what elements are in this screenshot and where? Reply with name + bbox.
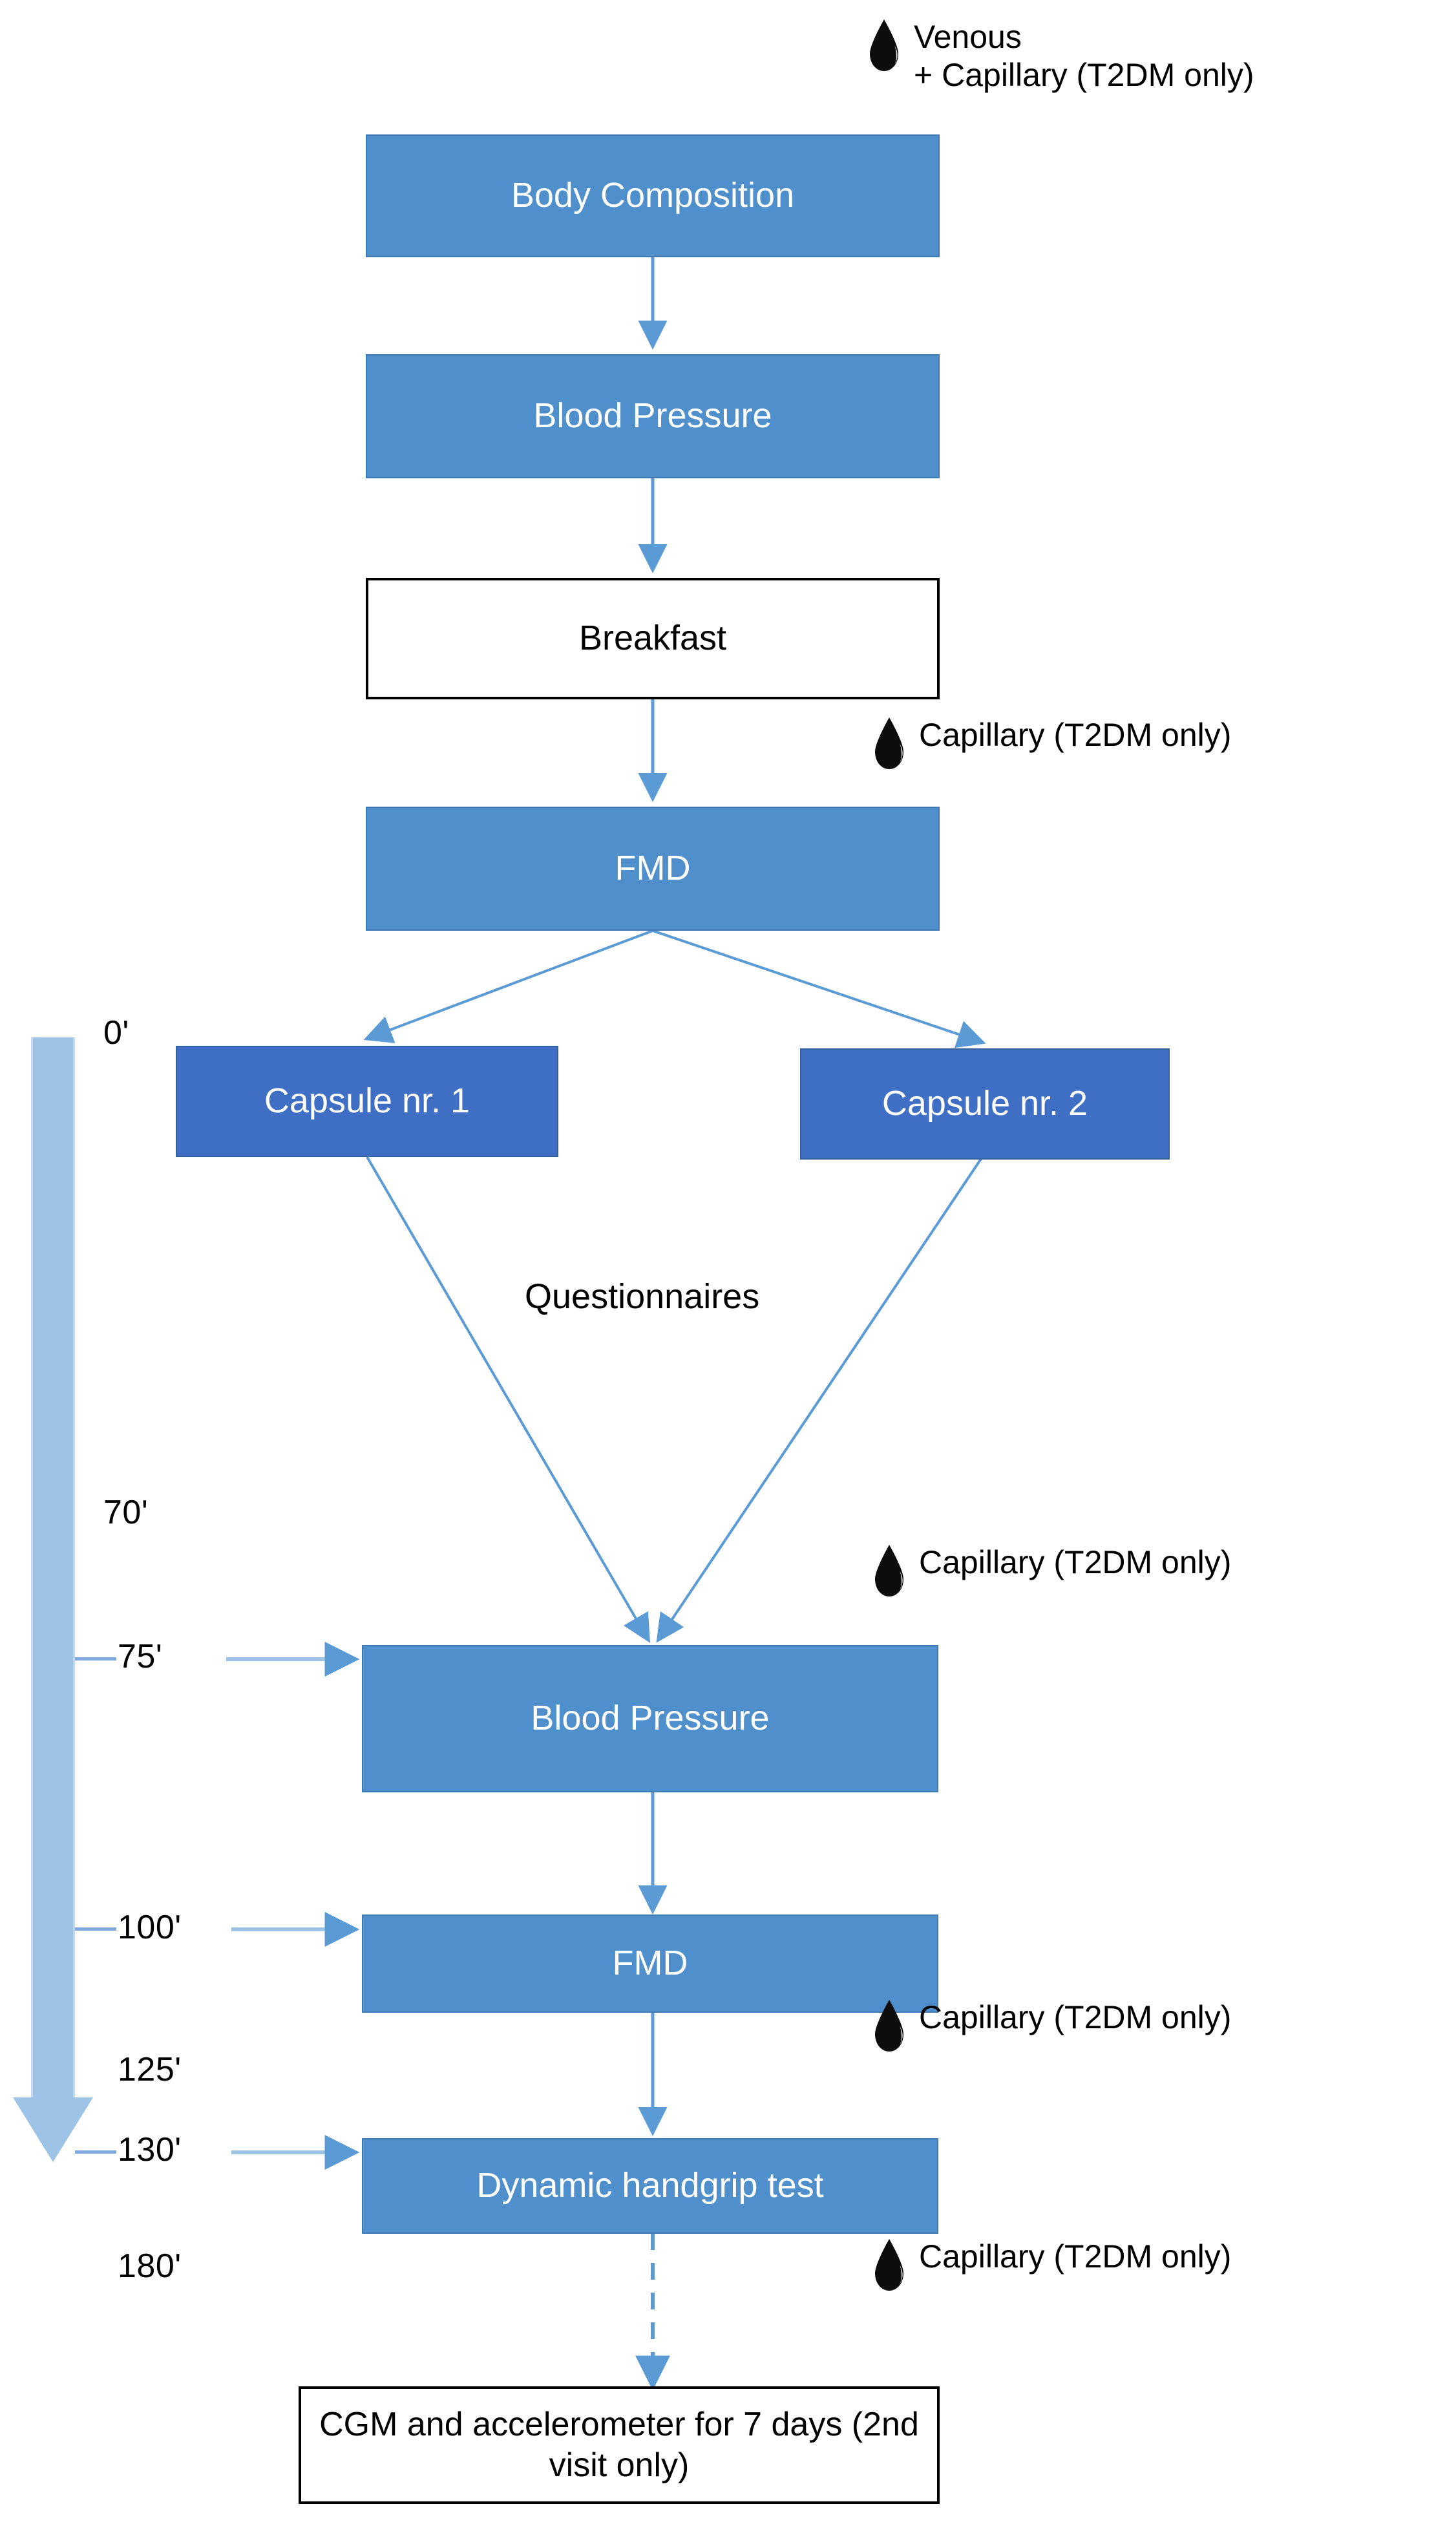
timeline-shaft [31,1037,75,2097]
node-handgrip[interactable]: Dynamic handgrip test [362,2138,938,2234]
node-breakfast[interactable]: Breakfast [366,578,940,699]
annotation-capillary-125: Capillary (T2DM only) [871,1999,1231,2056]
timeline-label-130: 130' [118,2131,182,2169]
node-fmd-1[interactable]: FMD [366,807,940,931]
annotation-capillary-75: Capillary (T2DM only) [871,1543,1231,1601]
annotation-capillary-pre-fmd: Capillary (T2DM only) [871,716,1231,774]
timeline-label-100: 100' [118,1909,182,1946]
label-questionnaires: Questionnaires [525,1277,760,1316]
arrow-fmd-to-capsule1 [363,929,653,1043]
timeline-label-180: 180' [118,2247,182,2285]
blood-drop-icon [871,1543,907,1601]
timeline-tick-130 [75,2150,116,2154]
annotation-capillary-180-text: Capillary (T2DM only) [919,2238,1232,2275]
node-blood-pressure-1[interactable]: Blood Pressure [366,354,940,478]
node-body-composition[interactable]: Body Composition [366,134,940,257]
arrow-fmd-to-capsule2 [652,929,986,1048]
blood-drop-icon [866,18,902,76]
timeline-tick-100 [75,1927,116,1931]
annotation-capillary-125-text: Capillary (T2DM only) [919,1999,1232,2035]
annotation-capillary-pre-fmd-text: Capillary (T2DM only) [919,717,1232,753]
annotation-venous-capillary: Venous + Capillary (T2DM only) [866,18,1254,94]
node-capsule-1[interactable]: Capsule nr. 1 [176,1046,558,1157]
node-capsule-2[interactable]: Capsule nr. 2 [800,1048,1170,1160]
timeline-label-75: 75' [118,1638,163,1675]
annotation-line-1: Venous [914,19,1022,55]
node-fmd-2[interactable]: FMD [362,1915,938,2013]
timeline-label-70: 70' [103,1494,149,1531]
timeline-arrow [13,1037,93,2162]
blood-drop-icon [871,2238,907,2295]
annotation-line-2: + Capillary (T2DM only) [914,57,1254,93]
timeline-tick-75 [75,1657,116,1660]
annotation-capillary-180: Capillary (T2DM only) [871,2238,1231,2295]
annotation-capillary-75-text: Capillary (T2DM only) [919,1544,1232,1580]
timeline-label-0: 0' [103,1014,129,1052]
annotation-venous-capillary-text: Venous + Capillary (T2DM only) [914,18,1254,94]
timeline-label-125: 125' [118,2051,182,2088]
blood-drop-icon [871,716,907,774]
arrow-capsule1-to-bp2 [366,1156,651,1643]
node-cgm[interactable]: CGM and accelerometer for 7 days (2nd vi… [299,2386,940,2504]
blood-drop-icon [871,1999,907,2056]
node-blood-pressure-2[interactable]: Blood Pressure [362,1645,938,1792]
